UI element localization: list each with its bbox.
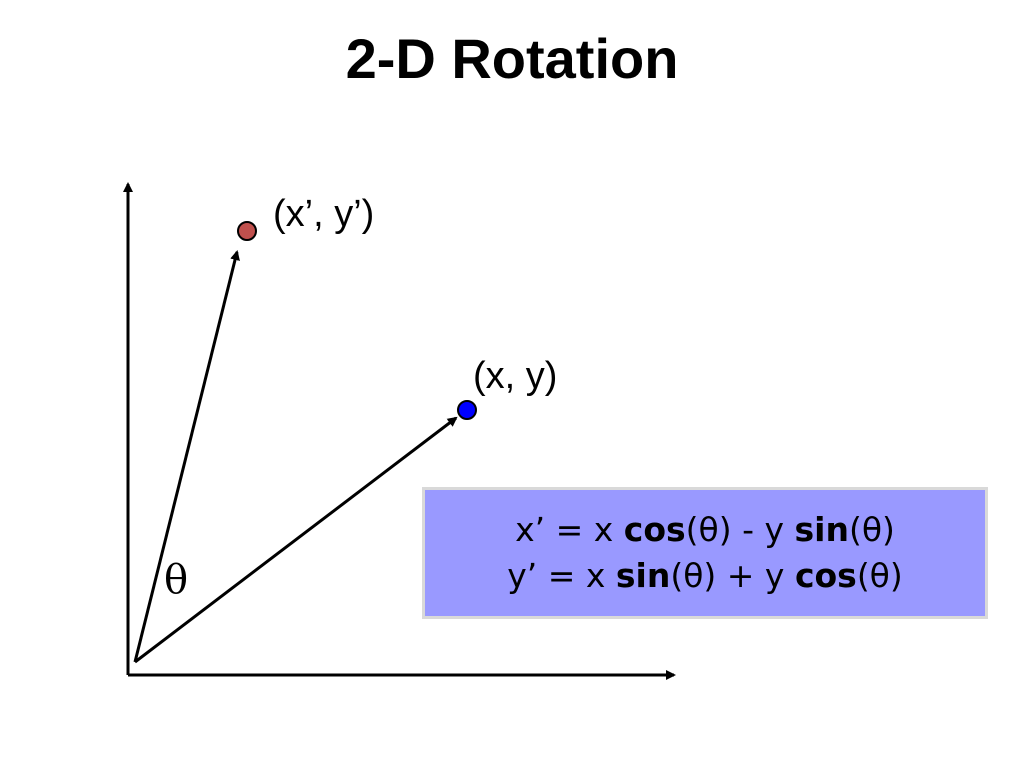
formula-y-end: (θ)	[856, 556, 903, 595]
formula-y-mid: (θ) + y	[670, 556, 795, 595]
formula-x-lhs: x’ = x	[515, 510, 624, 549]
formula-x-sin: sin	[794, 510, 849, 549]
formula-y-cos: cos	[794, 556, 857, 595]
original-point-label: (x, y)	[473, 355, 558, 397]
formula-box: x’ = x cos(θ) - y sin(θ) y’ = x sin(θ) +…	[422, 487, 988, 619]
slide-title: 2-D Rotation	[345, 27, 679, 90]
formula-x-mid: (θ) - y	[685, 510, 795, 549]
formula-x-cos: cos	[623, 510, 686, 549]
rotated-point	[237, 221, 257, 241]
formula-y-lhs: y’ = x	[507, 556, 616, 595]
formula-y-prime: y’ = x sin(θ) + y cos(θ)	[507, 553, 903, 599]
rotated-point-label: (x’, y’)	[273, 193, 375, 235]
original-vector-arrow	[134, 416, 458, 664]
formula-x-end: (θ)	[848, 510, 895, 549]
angle-theta-label: θ	[164, 557, 189, 603]
rotated-vector-arrow	[133, 250, 240, 663]
formula-y-sin: sin	[615, 556, 671, 595]
original-point	[457, 400, 477, 420]
formula-x-prime: x’ = x cos(θ) - y sin(θ)	[515, 507, 895, 553]
